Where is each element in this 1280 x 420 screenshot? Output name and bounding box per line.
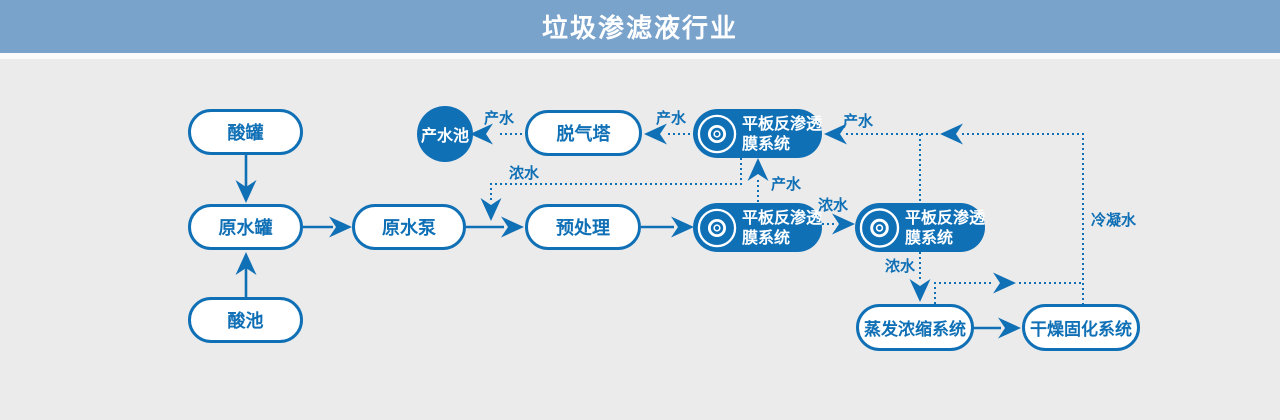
- node-label: 酸池: [227, 311, 264, 332]
- disc-icon: [697, 114, 737, 153]
- node-degassing-tower: 脱气塔: [525, 110, 642, 156]
- node-label: 平板反渗透 膜系统: [741, 207, 822, 247]
- node-label: 蒸发浓缩系统: [864, 320, 966, 340]
- page-header: 垃圾渗滤液行业: [0, 0, 1280, 53]
- node-raw-water-pump: 原水泵: [352, 204, 466, 250]
- node-product-water-pool: 产水池: [417, 106, 473, 162]
- node-label: 预处理: [556, 218, 610, 239]
- disc-icon: [859, 207, 900, 248]
- flow-label-product-water: 产水: [843, 112, 874, 130]
- flow-arrowheads: [235, 123, 1021, 339]
- node-ro-membrane-1: 平板反渗透 膜系统: [693, 109, 822, 158]
- node-acid-pool: 酸池: [188, 297, 303, 343]
- node-label: 酸罐: [227, 123, 264, 144]
- flow-label-concentrate: 浓水: [818, 196, 849, 214]
- page-title: 垃圾渗滤液行业: [541, 14, 738, 44]
- node-label: 脱气塔: [556, 124, 611, 145]
- flow-label-product-water: 产水: [771, 175, 802, 193]
- header-divider: [0, 53, 1280, 59]
- node-label: 平板反渗透 膜系统: [741, 113, 822, 153]
- node-label: 干燥固化系统: [1030, 320, 1132, 340]
- flow-label-concentrate: 浓水: [885, 257, 916, 275]
- node-raw-water-tank: 原水罐: [188, 204, 303, 250]
- node-drying-system: 干燥固化系统: [1022, 304, 1140, 351]
- node-label: 产水池: [420, 126, 469, 145]
- node-pretreatment: 预处理: [525, 204, 641, 250]
- disc-icon: [697, 208, 737, 247]
- node-label: 原水罐: [218, 218, 273, 239]
- node-acid-tank: 酸罐: [188, 109, 303, 155]
- node-evaporation-system: 蒸发浓缩系统: [856, 304, 974, 351]
- node-label: 原水泵: [382, 218, 436, 239]
- flow-label-concentrate: 浓水: [509, 164, 540, 182]
- dotted-flow-lines: [490, 133, 1084, 304]
- flow-label-condensate: 冷凝水: [1091, 211, 1137, 229]
- node-ro-membrane-3: 平板反渗透 膜系统: [855, 203, 985, 252]
- node-label: 平板反渗透 膜系统: [904, 207, 985, 247]
- flow-label-product-water: 产水: [656, 109, 687, 127]
- solid-flow-lines: [244, 155, 1001, 330]
- flow-label-product-water: 产水: [484, 109, 515, 127]
- node-ro-membrane-2: 平板反渗透 膜系统: [693, 203, 822, 252]
